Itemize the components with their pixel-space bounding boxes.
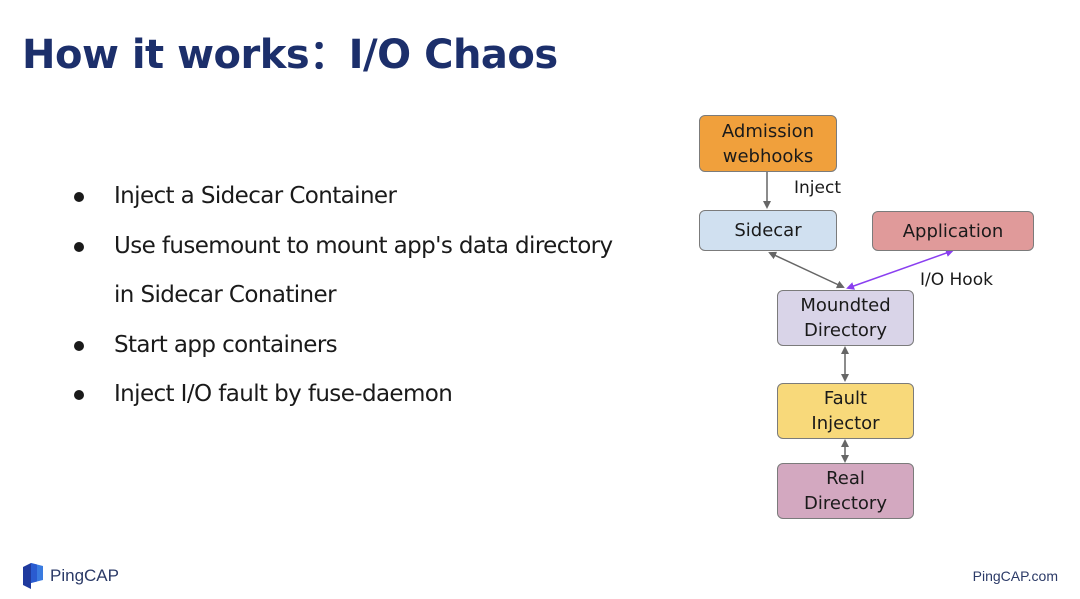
pingcap-logo-icon [23,563,43,589]
bullet-text: Start app containers [114,331,338,358]
node-label: Directory [804,493,887,514]
edge-application-mounted [846,249,954,290]
bullet-item: Use fusemount to mount app's data direct… [70,222,613,321]
bullet-dot-icon [74,192,84,202]
edge-label-io-hook: I/O Hook [920,270,993,290]
footer-brand: PingCAP [23,563,119,589]
node-fault-injector: Fault Injector [777,383,914,439]
bullet-item: Inject a Sidecar Container [70,172,613,222]
bullet-item: Inject I/O fault by fuse-daemon [70,370,613,420]
node-label: Admission [721,120,815,142]
slide-title: How it works：I/O Chaos [22,32,558,78]
node-label: Application [902,220,1004,242]
node-label: Directory [804,320,887,341]
node-label: Injector [811,413,880,434]
bullet-text: Inject I/O fault by fuse-daemon [114,381,453,407]
bullet-item: Start app containers [70,321,613,371]
bullet-list: Inject a Sidecar Container Use fusemount… [70,172,613,420]
bullet-dot-icon [74,340,84,351]
node-sidecar: Sidecar [699,210,837,251]
bullet-text: Inject a Sidecar Container [114,183,397,209]
node-label: Fault [823,388,868,409]
edge-label-inject: Inject [794,178,841,198]
footer-url: PingCAP.com [972,568,1058,584]
node-mounted-directory: Moundted Directory [777,290,914,346]
edge-sidecar-mounted [768,251,845,289]
node-label: webhooks [722,145,814,167]
bullet-dot-icon [74,390,84,400]
node-label: Moundted [800,295,891,316]
bullet-dot-icon [74,241,84,252]
node-real-directory: Real Directory [777,463,914,519]
node-application: Application [872,211,1034,251]
brand-name: PingCAP [50,566,119,585]
bullet-text: Use fusemount to mount app's data direct… [114,232,613,259]
bullet-text-continuation: in Sidecar Conatiner [114,282,337,308]
node-admission-webhooks: Admission webhooks [699,115,837,172]
node-label: Sidecar [734,220,802,241]
node-label: Real [826,468,865,489]
